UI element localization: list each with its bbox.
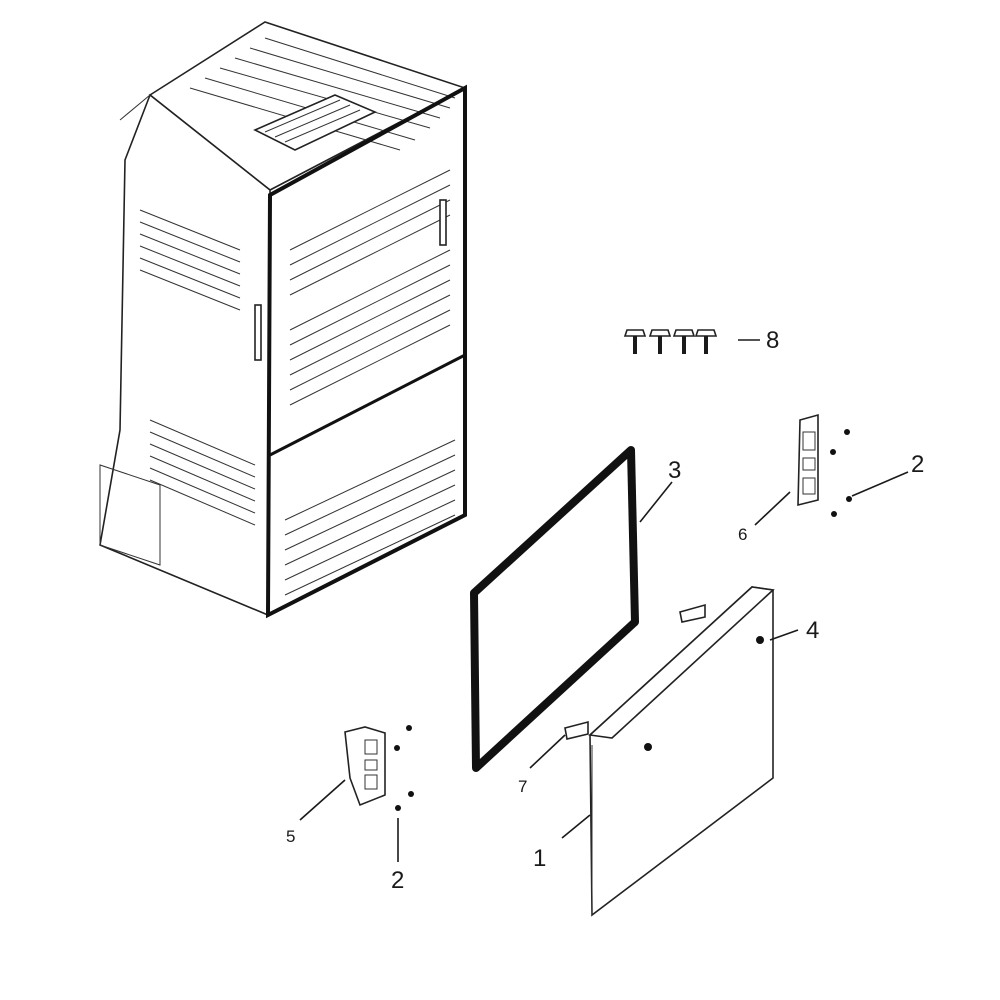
top-vent-grille xyxy=(253,94,377,151)
door-gasket xyxy=(470,446,639,772)
leader-2a xyxy=(851,471,909,497)
screws-set xyxy=(623,329,718,354)
leader-3 xyxy=(639,481,673,523)
leader-5 xyxy=(299,779,346,821)
callout-6: 6 xyxy=(738,525,747,544)
callout-2-upper: 2 xyxy=(911,451,924,478)
callout-5: 5 xyxy=(286,827,295,846)
lower-hinge-bolts xyxy=(394,725,414,811)
upper-hinge-bolts xyxy=(830,429,852,517)
callout-1: 1 xyxy=(533,845,546,872)
leader-7 xyxy=(529,734,566,769)
leader-1 xyxy=(561,814,591,839)
callout-8: 8 xyxy=(766,327,779,354)
freezer-drawer-front xyxy=(588,586,775,917)
callout-7: 7 xyxy=(518,777,527,796)
drawer-clip-top xyxy=(679,603,706,623)
upper-hinge-bracket xyxy=(797,413,819,507)
refrigerator-cabinet xyxy=(99,21,468,619)
leader-4 xyxy=(769,629,799,641)
callout-3: 3 xyxy=(668,457,681,484)
leader-6 xyxy=(754,491,791,526)
callout-2-lower: 2 xyxy=(391,867,404,894)
lower-hinge-bracket xyxy=(344,726,386,807)
door-clip xyxy=(564,720,589,740)
callout-4: 4 xyxy=(806,617,819,644)
